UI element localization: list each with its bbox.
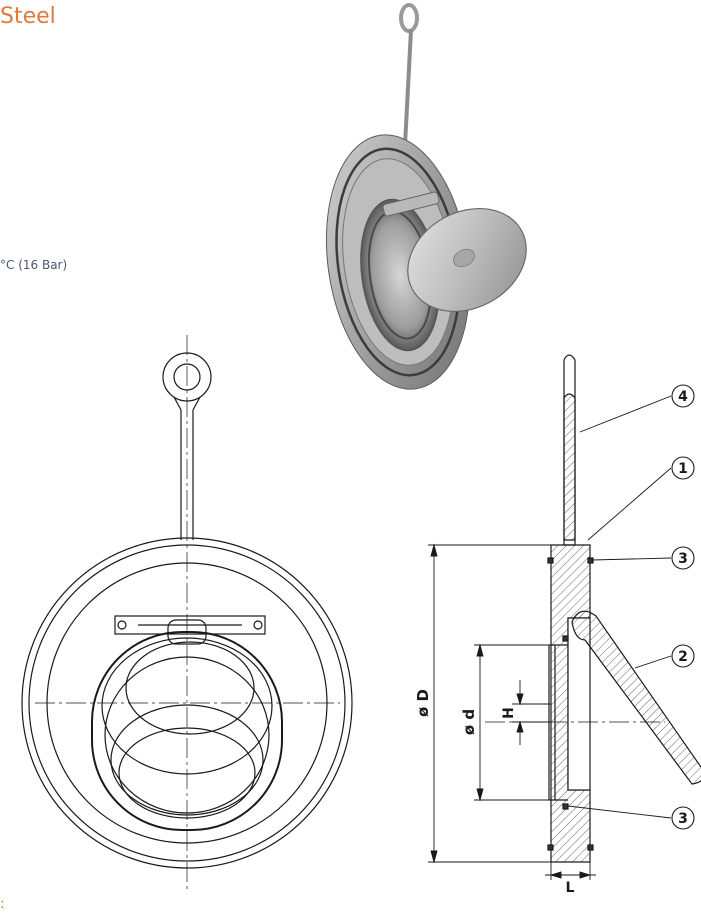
dim-d-arrow-bottom [476, 788, 484, 802]
callout-circle-3-top [671, 546, 695, 570]
section-rod-hatched [563, 393, 576, 541]
dim-H-arrow-top [516, 693, 524, 706]
pressure-spec: °C (16 Bar) [0, 258, 68, 272]
callout-circle-4 [671, 384, 695, 408]
callouts: 4 1 3 2 3 [671, 384, 695, 830]
front-hinge-screw-left [117, 620, 127, 630]
front-disc-ring-2 [101, 637, 273, 775]
front-disc-ring-3 [104, 656, 270, 814]
callout-circle-3-bottom [671, 806, 695, 830]
photo-handle-ring [399, 3, 419, 33]
photo-disc-boss [453, 248, 475, 268]
leader-4 [579, 395, 672, 433]
section-oring-disc [562, 635, 569, 642]
callout-label-1: 1 [678, 461, 688, 477]
callout-label-2: 2 [678, 649, 688, 665]
section-oring-top-left [547, 557, 554, 564]
leader-1 [587, 467, 672, 541]
dim-L-arrow-right [579, 871, 592, 879]
section-view-drawing [485, 354, 701, 863]
callout-label-3-top: 3 [678, 551, 688, 567]
dimension-lines [428, 543, 596, 880]
dim-d-arrow-top [476, 643, 484, 657]
photo-hinge [382, 191, 440, 217]
front-disc-ring-4 [110, 704, 264, 816]
leader-3-top [591, 557, 672, 561]
footnote-mark: : [0, 896, 5, 912]
front-body-third [46, 562, 328, 844]
dim-label-height: H [501, 707, 517, 719]
dim-L-arrow-left [549, 871, 562, 879]
leader-lines [567, 395, 672, 819]
section-body-inner [567, 617, 591, 791]
section-oring-seat [562, 803, 569, 810]
front-hinge-screw-right [253, 620, 263, 630]
leader-2 [634, 655, 672, 669]
front-body-second [28, 544, 346, 862]
photo-handle-rod [403, 29, 413, 146]
dim-H-arrow-bottom [516, 720, 524, 733]
page-heading: Steel [0, 4, 56, 29]
callout-label-3-bottom: 3 [678, 811, 688, 827]
front-disc-ring-5 [118, 727, 256, 819]
dim-label-outer-diameter: ø D [414, 689, 432, 717]
front-disc-outer [91, 631, 283, 831]
front-handle-ring-outer [162, 352, 212, 402]
front-view-drawing [21, 335, 353, 890]
front-handle-neck [173, 396, 201, 411]
callout-circle-2 [671, 644, 695, 668]
front-hinge-bar [114, 615, 266, 635]
dim-D-arrow-top [430, 543, 438, 557]
leader-3-bottom [567, 805, 672, 819]
dim-label-inner-diameter: ø d [460, 709, 478, 735]
section-oring-bottom-right [587, 844, 594, 851]
front-disc-face [125, 641, 255, 735]
callout-label-4: 4 [678, 389, 688, 405]
section-disc [571, 610, 701, 785]
section-oring-bottom-left [547, 844, 554, 851]
valve-photo [325, 3, 527, 390]
front-hinge-boss [167, 619, 207, 645]
front-body-outer [21, 537, 353, 869]
section-oring-top-right [587, 557, 594, 564]
dim-D-arrow-bottom [430, 850, 438, 864]
callout-circle-1 [671, 456, 695, 480]
dim-label-length: L [566, 880, 575, 896]
front-handle-ring-inner [173, 363, 201, 391]
